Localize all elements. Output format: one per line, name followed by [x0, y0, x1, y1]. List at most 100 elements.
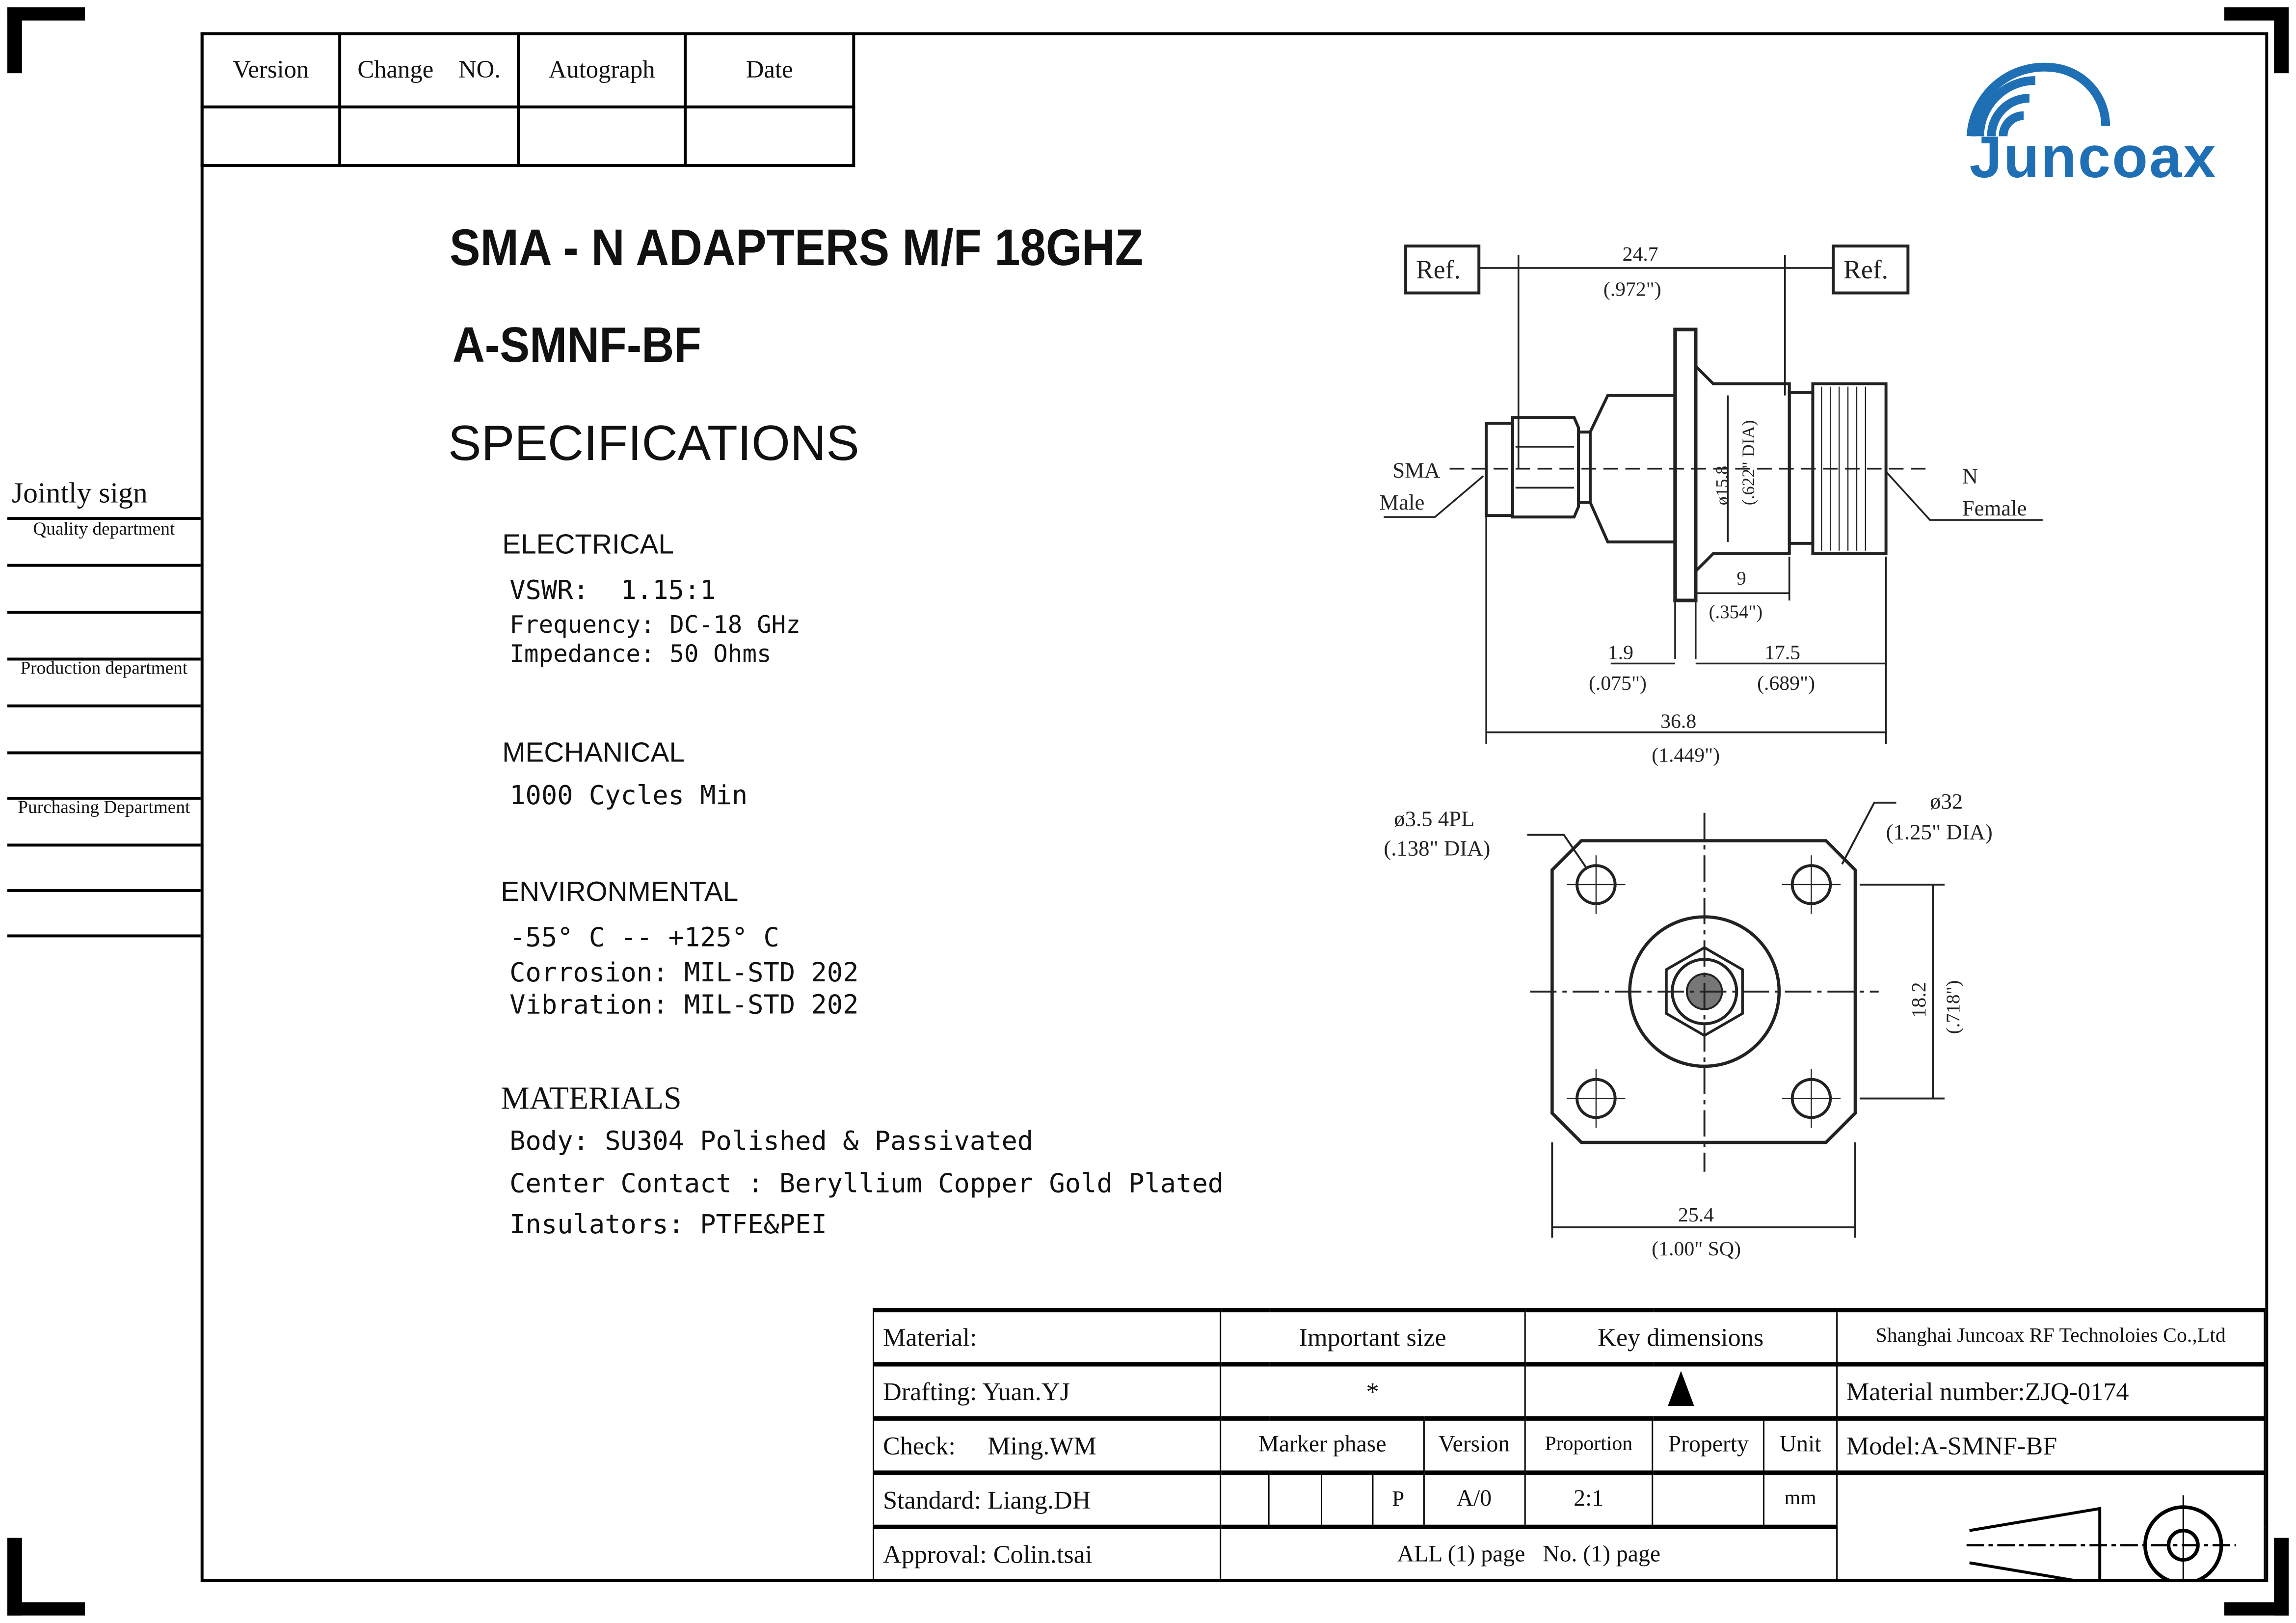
dim-top-inch: (.972")	[1603, 278, 1661, 301]
width-dim-inch: (1.00" SQ)	[1652, 1238, 1741, 1260]
purchasing-department-label: Purchasing Department	[18, 796, 190, 817]
spec-body: Body: SU304 Polished & Passivated	[509, 1126, 1034, 1157]
model-label: Model:A-SMNF-BF	[1836, 1416, 2266, 1474]
divider	[7, 704, 201, 707]
divider	[7, 889, 201, 892]
spec-vswr: VSWR: 1.15:1	[509, 575, 716, 607]
corner-mark	[7, 7, 22, 74]
sma-label: SMA	[1392, 458, 1440, 483]
hole-dim-inch: (.138" DIA)	[1384, 836, 1490, 860]
spec-insulators: Insulators: PTFE&PEI	[509, 1210, 827, 1241]
rev-header-version: Version	[200, 32, 342, 108]
rev-header-change: Change NO.	[338, 32, 520, 108]
property-value	[1652, 1470, 1765, 1528]
height-dim: 18.2	[1908, 982, 1930, 1018]
dim-top: 24.7	[1623, 243, 1658, 266]
property-label: Property	[1652, 1416, 1765, 1474]
ref-left-label: Ref.	[1416, 255, 1461, 284]
materials-heading: MATERIALS	[501, 1079, 682, 1116]
ref-right-label: Ref.	[1843, 255, 1888, 284]
title-block: Material: Important size Key dimensions …	[873, 1308, 2266, 1582]
proportion-value: 2:1	[1523, 1470, 1654, 1528]
spec-corrosion: Corrosion: MIL-STD 202	[509, 958, 859, 989]
dim-total: 36.8	[1660, 710, 1696, 733]
approval-label: Approval: Colin.tsai	[873, 1524, 1222, 1582]
height-dim-inch: (.718")	[1943, 980, 1964, 1034]
drafting-label: Drafting: Yuan.YJ	[873, 1362, 1222, 1419]
divider	[7, 843, 201, 847]
divider	[7, 611, 201, 614]
revision-table: Version Change NO. Autograph Date	[200, 32, 855, 167]
spec-center-contact: Center Contact : Beryllium Copper Gold P…	[509, 1168, 1224, 1200]
dim-9-inch: (.354")	[1709, 601, 1762, 622]
dim-1-9: 1.9	[1608, 642, 1633, 664]
important-mark: *	[1220, 1362, 1525, 1419]
product-title: SMA - N ADAPTERS M/F 18GHZ	[449, 219, 1144, 277]
specifications-title: SPECIFICATIONS	[448, 416, 859, 472]
dim-17-5-inch: (.689")	[1757, 672, 1815, 695]
spec-vibration: Vibration: MIL-STD 202	[509, 990, 859, 1021]
environmental-heading: ENVIRONMENTAL	[501, 877, 739, 908]
ref-box-left	[1404, 244, 1481, 295]
material-label: Material:	[873, 1308, 1222, 1365]
rev-cell	[338, 105, 520, 167]
rev-header-autograph: Autograph	[517, 32, 687, 108]
divider	[7, 517, 201, 520]
divider	[7, 751, 201, 755]
version-value: A/0	[1423, 1470, 1525, 1528]
dim-1-9-inch: (.075")	[1589, 672, 1647, 695]
rev-cell	[684, 105, 855, 167]
signal-waves-icon	[1966, 62, 2110, 137]
standard-label: Standard: Liang.DH	[873, 1470, 1222, 1528]
projection-symbol-icon	[1836, 1470, 2266, 1582]
rev-cell	[517, 105, 687, 167]
production-department-label: Production department	[20, 657, 188, 678]
version-label: Version	[1423, 1416, 1525, 1474]
company-name: Shanghai Juncoax RF Technoloies Co.,Ltd	[1836, 1308, 2266, 1365]
key-dimensions-label: Key dimensions	[1523, 1308, 1838, 1365]
proportion-label: Proportion	[1523, 1416, 1654, 1474]
dim-9: 9	[1736, 568, 1746, 589]
female-label: Female	[1962, 496, 2027, 520]
phase-cell	[1321, 1470, 1374, 1528]
divider	[7, 564, 201, 567]
page-count: ALL (1) page No. (1) page	[1220, 1524, 1838, 1582]
dim-diameter: ø15.8	[1712, 466, 1732, 506]
n-label: N	[1962, 464, 1978, 488]
phase-cell	[1220, 1470, 1270, 1528]
male-label: Male	[1379, 490, 1424, 514]
dim-diameter-inch: (.622" DIA)	[1738, 420, 1758, 506]
spec-temperature: -55° C -- +125° C	[509, 922, 779, 954]
quality-department-label: Quality department	[33, 518, 175, 539]
hole-dim: ø3.5 4PL	[1394, 807, 1474, 831]
marker-phase-label: Marker phase	[1220, 1416, 1425, 1474]
dim-17-5: 17.5	[1764, 642, 1800, 664]
rev-cell	[200, 105, 342, 167]
corner-mark	[7, 1538, 22, 1616]
juncoax-logo: Juncoax	[1962, 55, 2241, 194]
corner-mark	[2274, 7, 2289, 74]
mechanical-heading: MECHANICAL	[502, 738, 685, 769]
material-number: Material number:ZJQ-0174	[1836, 1362, 2266, 1419]
jointly-sign-label: Jointly sign	[11, 477, 148, 510]
rev-header-date: Date	[684, 32, 855, 108]
corner-mark	[2274, 1538, 2289, 1616]
logo-text: Juncoax	[1969, 126, 2217, 190]
important-size-label: Important size	[1220, 1308, 1525, 1365]
diameter-dim: ø32	[1930, 789, 1963, 813]
width-dim: 25.4	[1678, 1204, 1714, 1226]
electrical-heading: ELECTRICAL	[502, 530, 674, 561]
diameter-dim-inch: (1.25" DIA)	[1886, 819, 1993, 844]
key-dimension-triangle-icon	[1523, 1362, 1838, 1419]
unit-label: Unit	[1763, 1416, 1838, 1474]
ref-box-right	[1832, 244, 1910, 295]
unit-value: mm	[1763, 1470, 1838, 1528]
phase-value: P	[1372, 1470, 1425, 1528]
divider	[7, 796, 201, 800]
spec-frequency: Frequency: DC-18 GHz	[509, 611, 801, 639]
check-label: Check: Ming.WM	[873, 1416, 1222, 1474]
divider	[7, 657, 201, 661]
